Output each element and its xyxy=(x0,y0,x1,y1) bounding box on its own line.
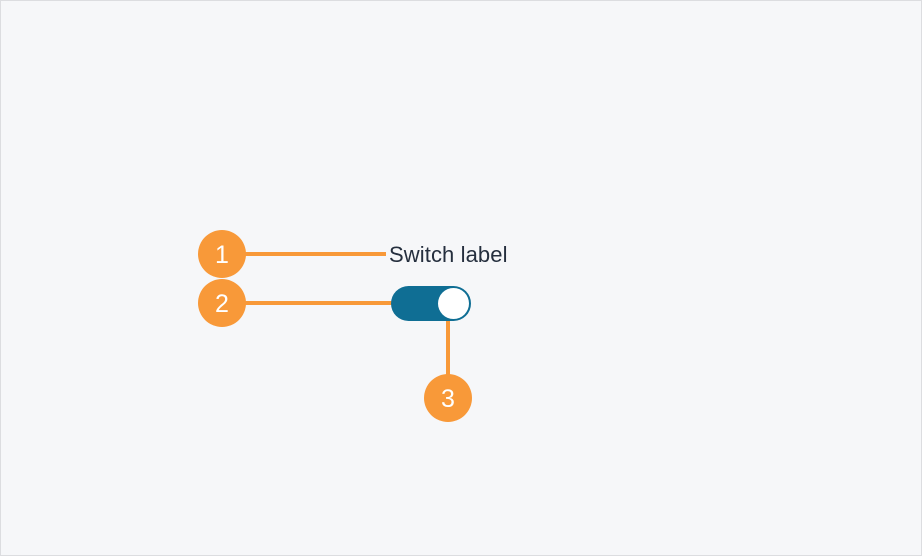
annotation-badge-3-circle xyxy=(424,374,472,422)
annotation-badge-1-circle xyxy=(198,230,246,278)
switch-toggle[interactable] xyxy=(391,286,471,321)
annotation-badge-3-number: 3 xyxy=(441,385,455,413)
annotation-badge-2: 2 xyxy=(198,279,246,327)
annotation-badge-2-number: 2 xyxy=(215,290,229,318)
switch-component: Switch label xyxy=(389,235,589,335)
annotation-badge-1-number: 1 xyxy=(215,241,229,269)
annotation-badge-3: 3 xyxy=(424,374,472,422)
switch-label: Switch label xyxy=(389,242,508,267)
switch-knob[interactable] xyxy=(438,288,469,319)
annotation-badge-2-circle xyxy=(198,279,246,327)
annotation-badge-1: 1 xyxy=(198,230,246,278)
